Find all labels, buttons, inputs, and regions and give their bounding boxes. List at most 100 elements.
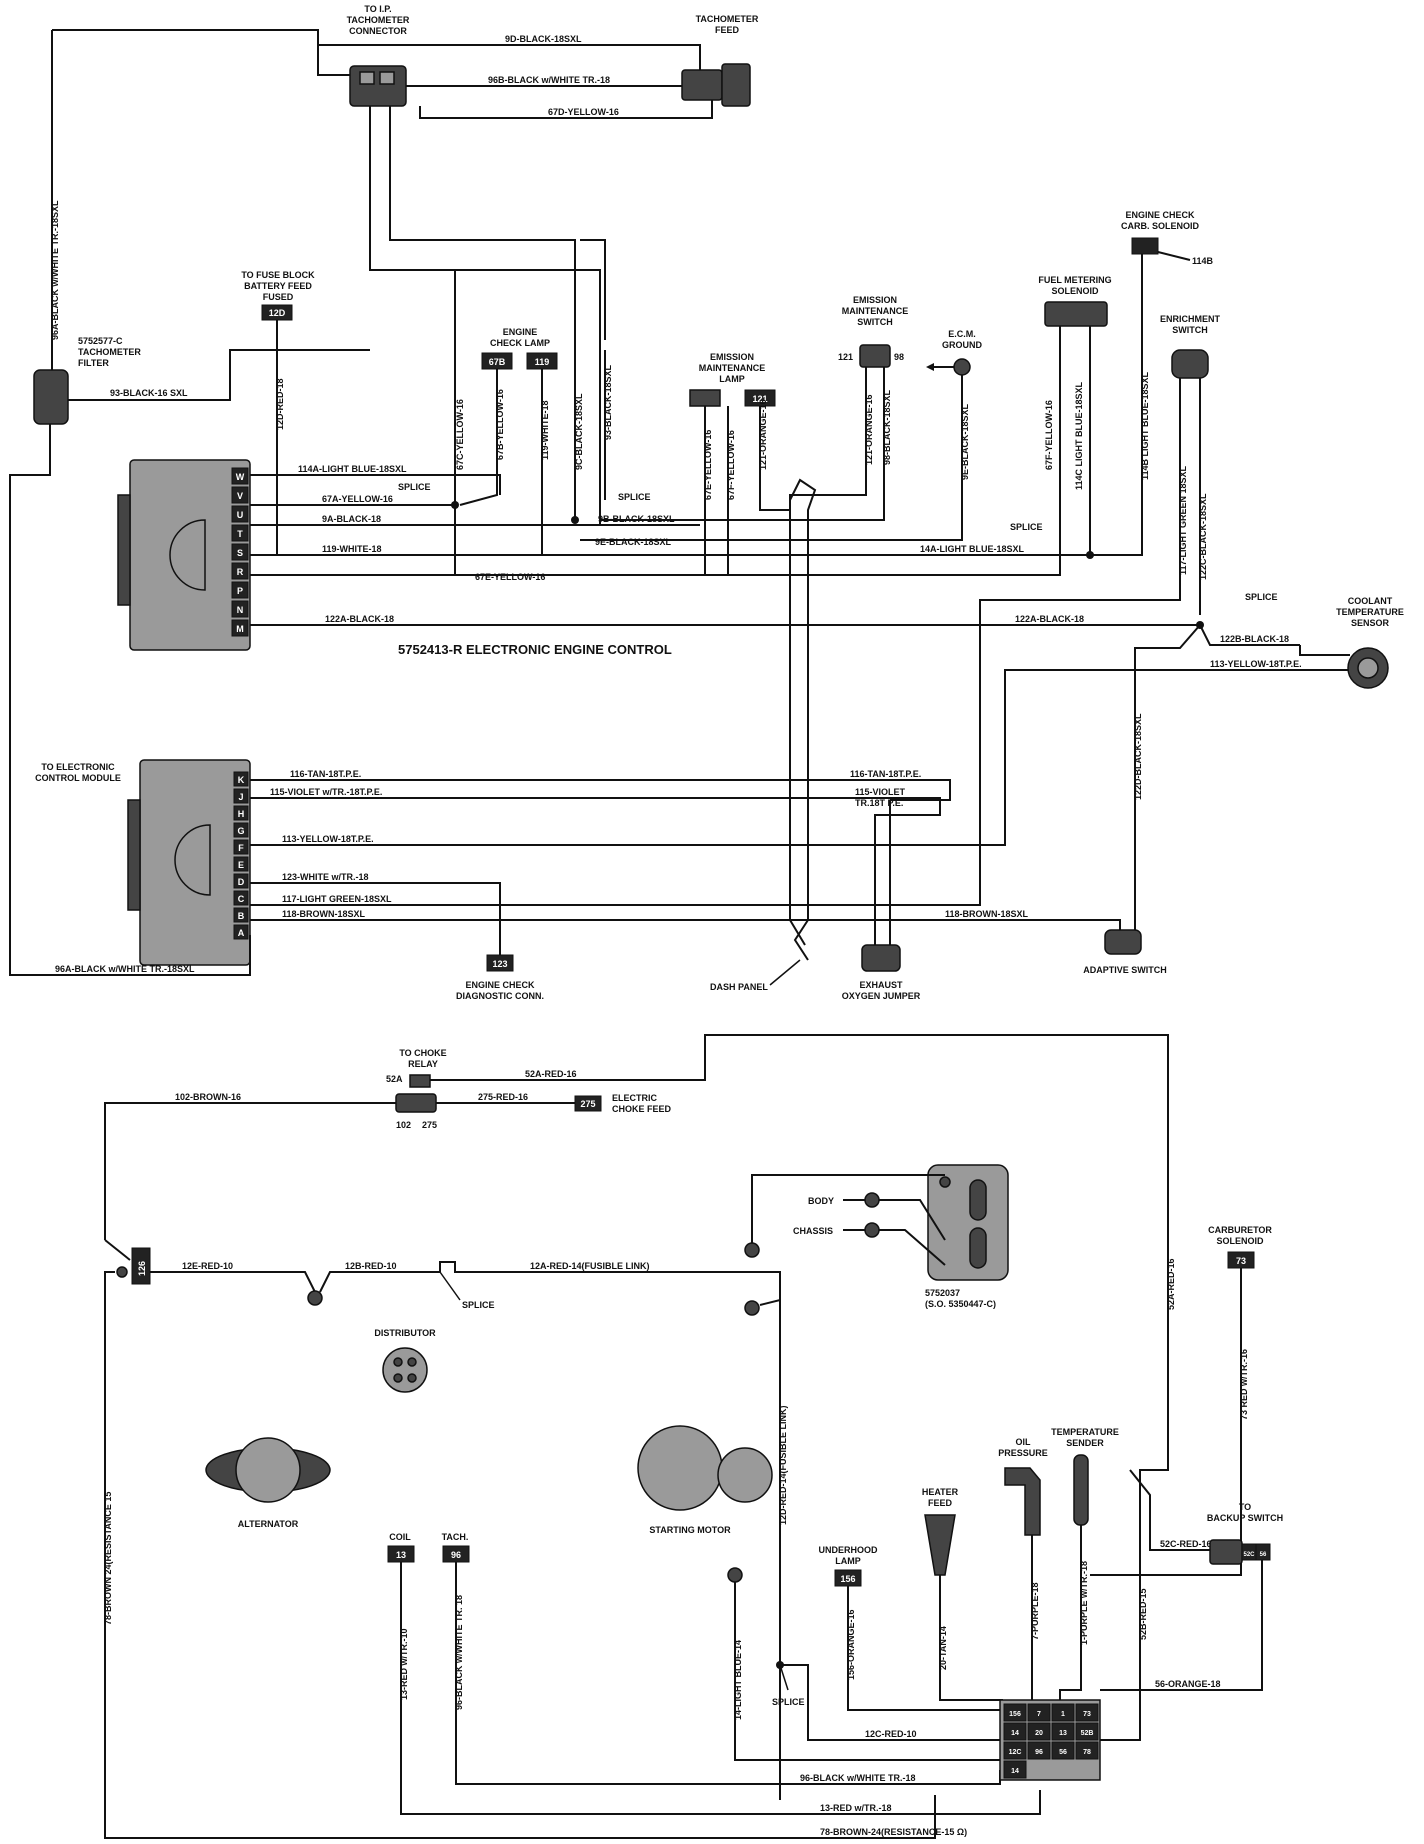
fuel-metering-solenoid [1044, 301, 1108, 327]
wire-115-label-right-2: TR.18T P.E. [855, 798, 903, 808]
wire-52c [1129, 1469, 1210, 1551]
diag-label-2: DIAGNOSTIC CONN. [456, 991, 544, 1001]
wire-1-label: 1-PURPLE w/TR.-18 [1079, 1561, 1089, 1645]
ecu-pin [231, 467, 249, 485]
wire-12d [250, 320, 278, 556]
elec-choke-label-2: CHOKE FEED [612, 1104, 672, 1114]
distributor [382, 1347, 428, 1393]
emis-lamp-label-3: LAMP [719, 374, 745, 384]
bulkhead-pin [1075, 1722, 1099, 1741]
tach-filter-label-2: TACHOMETER [78, 347, 141, 357]
wire-12a-label: 12A-RED-14(FUSIBLE LINK) [530, 1261, 650, 1271]
wire-122b-label: 122B-BLACK-18 [1220, 634, 1289, 644]
ecm-pin-label: G [237, 826, 244, 836]
tach-filter-label-3: FILTER [78, 358, 109, 368]
wire-96a-loop [9, 424, 130, 976]
splice-dot [571, 516, 579, 524]
wire-122c-label: 122C-BLACK-18SXL [1198, 493, 1208, 580]
coil-label: COIL [389, 1532, 411, 1542]
wire-114b [1090, 254, 1143, 556]
bulkhead-pin-label: 20 [1035, 1730, 1043, 1737]
eng-check-lamp-label-1: ENGINE [503, 327, 538, 337]
ecu-pin-label: R [237, 567, 244, 577]
wire-67a-label: 67A-YELLOW-16 [322, 494, 393, 504]
splice-label-4: SPLICE [1245, 592, 1278, 602]
ecm-ground-label-2: GROUND [942, 340, 982, 350]
enrichment-switch [1171, 349, 1209, 379]
wire-67f-label: 67F-YELLOW-16 [1044, 400, 1054, 470]
arrow-icon [926, 363, 934, 371]
coolant-sensor-core [1357, 657, 1379, 679]
wire-67f-vertical-label: 67F-YELLOW-16 [726, 430, 736, 500]
distributor-post [393, 1357, 403, 1367]
ecu-pin-label: P [237, 586, 243, 596]
wire-67b-label: 67B-YELLOW-16 [495, 389, 505, 460]
wire-98 [600, 367, 885, 521]
relay-terminal [744, 1242, 760, 1258]
wire-13 [400, 1562, 1041, 1815]
wire-9a-label: 9A-BLACK-18 [322, 514, 381, 524]
enrich-switch-label-2: SWITCH [1172, 325, 1208, 335]
wire-123 [250, 882, 501, 955]
ecm-pin-label: A [238, 928, 245, 938]
wire-67d [419, 100, 713, 119]
wire-98-label: 98-BLACK-18SXL [882, 389, 892, 465]
ecu-pin [231, 619, 249, 637]
fuel-sol-label-1: FUEL METERING [1038, 275, 1111, 285]
wire-52b-label: 52B-RED-15 [1138, 1588, 1148, 1640]
elec-choke-label-1: ELECTRIC [612, 1093, 658, 1103]
connector-126 [131, 1247, 151, 1285]
choke-label-2: RELAY [408, 1059, 438, 1069]
dash-panel-loop-2 [789, 510, 806, 946]
ecm-pin-label: F [238, 843, 244, 853]
wire-13-label: 13-RED w/TR.-18 [820, 1803, 892, 1813]
splice-label-3: SPLICE [1010, 522, 1043, 532]
wire-14a-label: 14A-LIGHT BLUE-18SXL [920, 544, 1025, 554]
bulkhead-pin [1003, 1741, 1027, 1760]
wire-12d-vertical-label: 12D-RED-14(FUSIBLE LINK) [778, 1405, 788, 1525]
wire-1 [1059, 1525, 1082, 1700]
wire-96-label: 96-BLACK w/WHITE TR.-18 [800, 1773, 916, 1783]
emis-switch-pin-left: 121 [838, 352, 853, 362]
wire-122a-label-left: 122A-BLACK-18 [325, 614, 394, 624]
bulkhead-pin-label: 7 [1037, 1711, 1041, 1718]
wire-113 [250, 669, 1348, 846]
ecm-pin [233, 771, 249, 787]
distributor-post [393, 1373, 403, 1383]
emis-lamp-box-text: 121 [752, 394, 767, 404]
tachometer-feed-plug [721, 63, 751, 107]
carb-sol2-label-1: CARBURETOR [1208, 1225, 1272, 1235]
ecm-ground-label-1: E.C.M. [948, 329, 976, 339]
choke-pin-52a: 52A [386, 1074, 403, 1084]
ecm-pin-label: H [238, 809, 245, 819]
tach-feed-label-1: TACHOMETER [696, 14, 759, 24]
bulkhead-pin-label: 52B [1081, 1730, 1094, 1737]
body-label: BODY [808, 1196, 834, 1206]
choke-pin-102: 102 [396, 1120, 411, 1130]
wire-122a-label-right: 122A-BLACK-18 [1015, 614, 1084, 624]
ecu-upper-side [117, 494, 131, 606]
ecm-lower-notch [174, 824, 211, 896]
wire-52a-label: 52A-RED-16 [525, 1069, 577, 1079]
bulkhead-pin-label: 1 [1061, 1711, 1065, 1718]
wire-96 [455, 1562, 1001, 1785]
ecm-lower-side [127, 799, 141, 911]
choke-box-text: 275 [580, 1099, 595, 1109]
starter-terminal [727, 1567, 743, 1583]
relay-part-1: 5752037 [925, 1288, 960, 1298]
fuel-sol-label-2: SOLENOID [1051, 286, 1099, 296]
wire-93-label: 93-BLACK-16 SXL [110, 388, 188, 398]
distributor-post [407, 1357, 417, 1367]
wire-20 [939, 1575, 1003, 1701]
wire-20-label: 20-TAN-14 [938, 1626, 948, 1670]
bulkhead-pin-label: 73 [1083, 1711, 1091, 1718]
wire-73 [1090, 1268, 1242, 1576]
wire-52b [1100, 1340, 1169, 1741]
wire-121 [759, 406, 790, 511]
choke-label-1: TO CHOKE [399, 1048, 446, 1058]
wire-102-end [104, 1239, 131, 1261]
wire-156 [847, 1586, 1000, 1711]
chassis-label: CHASSIS [793, 1226, 833, 1236]
wire-119-label: 119-WHITE-18 [322, 544, 382, 554]
